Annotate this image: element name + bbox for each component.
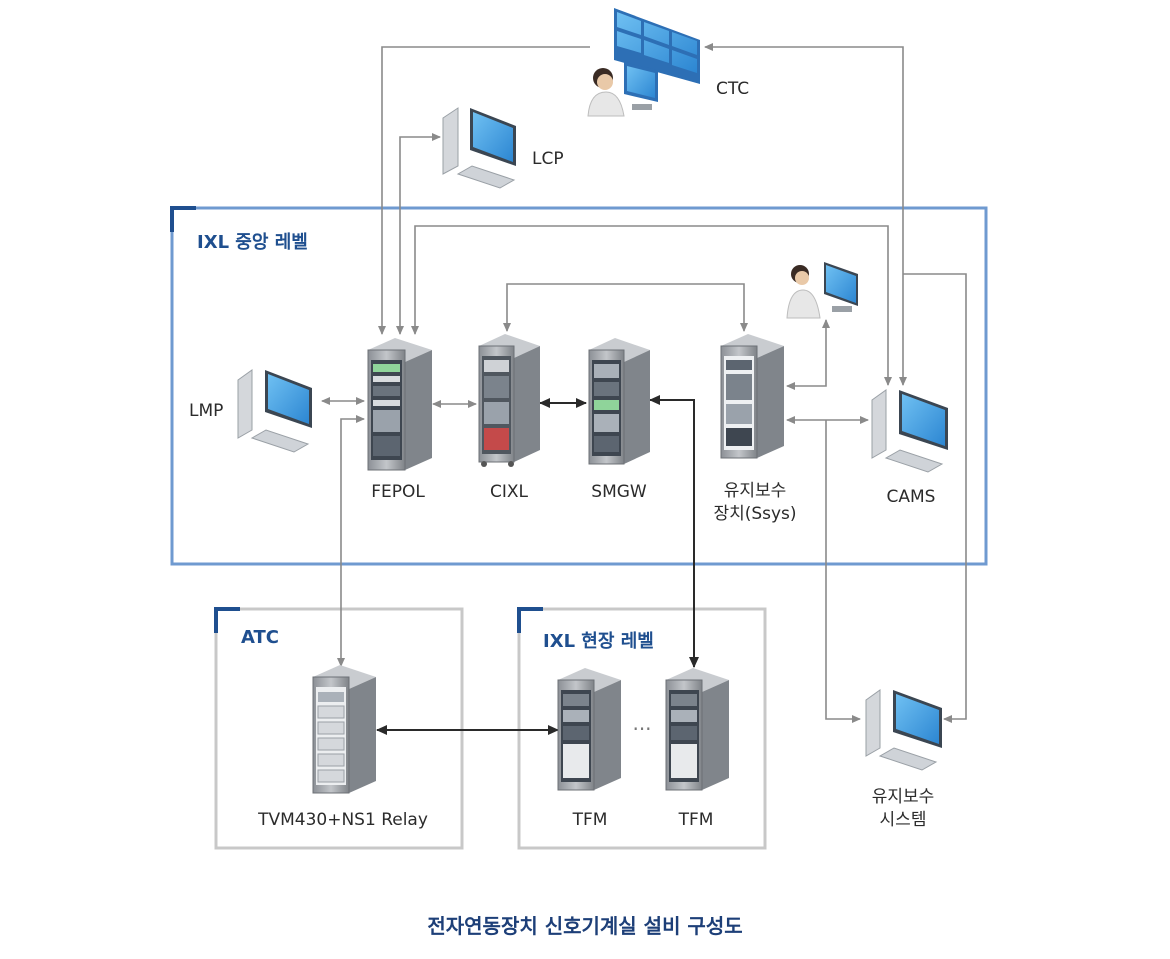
group-title-atc: ATC — [241, 627, 280, 648]
label-fepol: FEPOL — [371, 482, 425, 502]
link-ssys-operator — [786, 319, 830, 390]
connections-gray — [321, 43, 967, 723]
lcp-computer-icon — [442, 107, 516, 189]
cams-computer-icon — [871, 389, 948, 473]
ssys-rack-icon — [720, 334, 784, 459]
label-maint-line1: 유지보수 — [871, 787, 935, 807]
link-cams-maint — [903, 273, 967, 723]
label-cams: CAMS — [886, 487, 936, 507]
link-fepol-cams — [411, 225, 892, 386]
link-cixl-ssys — [503, 283, 748, 332]
label-lcp: LCP — [532, 149, 564, 169]
link-fepol-tvm — [337, 415, 365, 667]
group-title-ixl-field: IXL 현장 레벨 — [543, 631, 654, 652]
group-ixl-central — [170, 206, 988, 566]
maintenance-computer-icon — [865, 689, 942, 771]
link-ctc-fepol — [378, 46, 590, 335]
label-cixl: CIXL — [489, 482, 529, 502]
connections-dark — [376, 395, 699, 735]
label-smgw: SMGW — [591, 482, 647, 502]
link-lcp-fepol — [396, 133, 441, 335]
figure-caption: 전자연동장치 신호기계실 설비 구성도 — [427, 914, 743, 938]
lmp-computer-icon — [237, 369, 312, 453]
label-tvm: TVM430+NS1 Relay — [258, 810, 428, 830]
label-tfm-1: TFM — [572, 810, 608, 830]
link-ctc-cams — [704, 43, 907, 386]
group-title-ixl-central: IXL 중앙 레벨 — [197, 232, 308, 253]
label-tfm-2: TFM — [678, 810, 714, 830]
tfm-rack-icon-2 — [665, 668, 729, 791]
fepol-rack-icon — [367, 338, 432, 471]
ctc-videowall-icon — [587, 8, 700, 117]
link-ssys-maint — [825, 420, 861, 723]
label-ssys-line2: 장치(Ssys) — [713, 504, 797, 524]
smgw-rack-icon — [588, 338, 650, 465]
label-maint-line2: 시스템 — [879, 810, 927, 830]
ellipsis: ··· — [632, 717, 652, 741]
tfm-rack-icon-1 — [557, 668, 621, 791]
tvm-rack-icon — [312, 665, 376, 794]
label-lmp: LMP — [189, 401, 224, 421]
link-smgw-tfm — [649, 395, 699, 668]
label-ssys-line1: 유지보수 — [723, 481, 787, 501]
cixl-rack-icon — [478, 334, 540, 467]
operator-workstation-icon — [786, 262, 858, 319]
label-ctc: CTC — [716, 79, 750, 99]
